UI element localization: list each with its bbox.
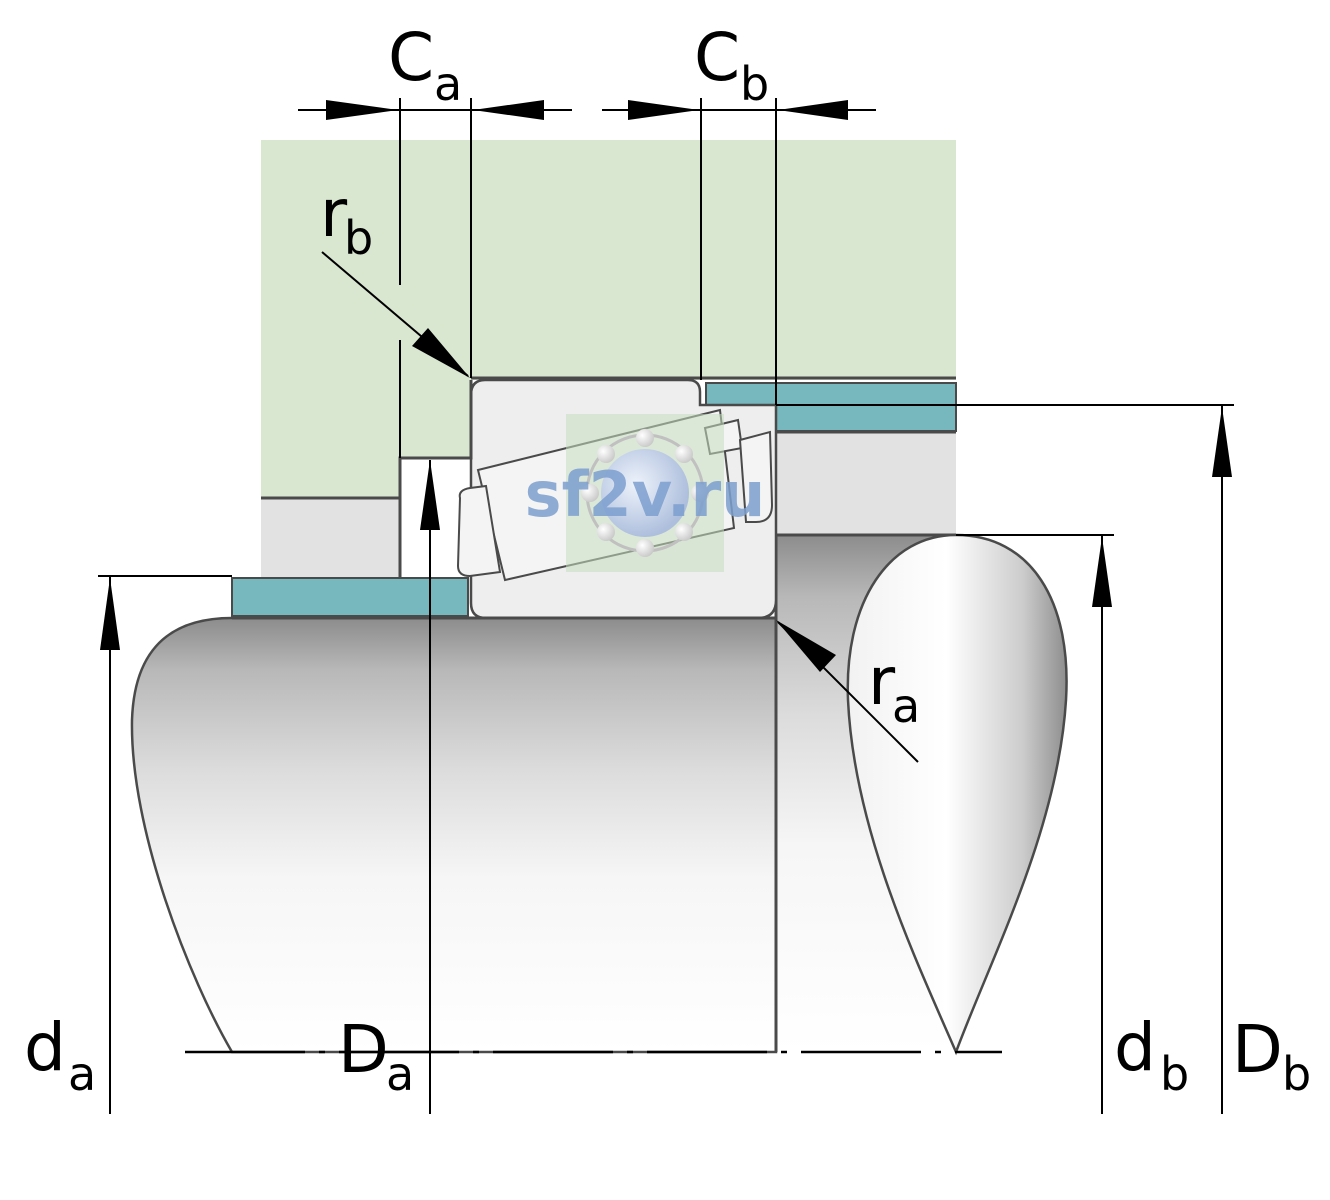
label-Cb-sub: b [740,57,769,111]
housing [261,140,956,498]
watermark-text: sf2v.ru [525,458,766,531]
arrow-cb-left [628,100,699,120]
arrow-db [1092,537,1112,607]
label-rb: r b [320,175,373,265]
label-Da: D a [338,1011,414,1101]
label-Cb-main: C [694,19,740,96]
arrow-rb [412,328,470,378]
watermark: sf2v.ru [525,414,766,572]
housing-shoulder [261,498,400,578]
label-Da-main: D [338,1011,389,1088]
arrow-ra [776,620,836,672]
label-rb-main: r [320,175,348,252]
label-db-sub: b [1160,1047,1189,1101]
spacer-ring-outer-left [705,382,777,406]
label-da-main: d [24,1009,66,1086]
label-Db: D b [1232,1011,1311,1101]
label-ra: r a [868,643,920,733]
spacer-ring-outer [775,382,957,432]
arrow-cb-right [778,100,848,120]
arrow-da [100,578,120,650]
label-ra-main: r [868,643,896,720]
shaft-shoulder [776,430,956,535]
label-Db-main: D [1232,1011,1283,1088]
label-rb-sub: b [344,211,373,265]
arrow-ca-right [473,100,544,120]
spacer-ring-inner [231,577,469,617]
shaft [130,616,778,1054]
housing-step-outline [398,380,473,578]
arrow-Db [1212,407,1232,477]
label-Ca: C a [388,19,462,111]
label-Da-sub: a [386,1047,414,1101]
label-Ca-main: C [388,19,434,96]
label-da: d a [24,1009,96,1101]
label-da-sub: a [68,1047,96,1101]
arrowheads [100,100,1232,672]
label-ra-sub: a [892,679,920,733]
arrow-Da [420,460,440,530]
label-Ca-sub: a [434,57,462,111]
label-db-main: d [1114,1009,1156,1086]
arrow-ca-left [326,100,398,120]
label-db: d b [1114,1009,1189,1101]
label-Cb: C b [694,19,769,111]
label-Db-sub: b [1282,1047,1311,1101]
